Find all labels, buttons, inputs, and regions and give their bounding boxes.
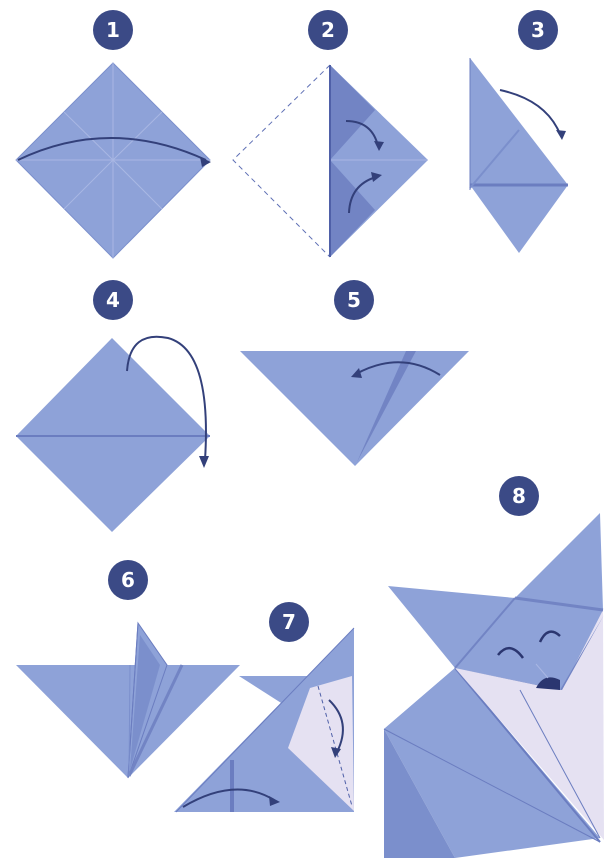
svg-text:2: 2 [321, 18, 335, 42]
fold-arrow-icon [556, 130, 566, 140]
step-6-illustration [16, 623, 240, 778]
step-badge-6: 6 [108, 560, 148, 600]
svg-text:3: 3 [531, 18, 545, 42]
fold-arrow-icon [199, 456, 209, 468]
step-2-illustration [233, 65, 428, 257]
step-5-illustration [240, 351, 469, 466]
step-7-illustration [174, 628, 354, 812]
svg-text:4: 4 [106, 288, 120, 312]
svg-text:6: 6 [121, 568, 135, 592]
step-badge-2: 2 [308, 10, 348, 50]
step-badge-5: 5 [334, 280, 374, 320]
svg-text:7: 7 [282, 610, 296, 634]
svg-text:5: 5 [347, 288, 361, 312]
step-badge-8: 8 [499, 476, 539, 516]
step-8-fox-illustration [384, 513, 604, 858]
step-badge-4: 4 [93, 280, 133, 320]
step-badge-3: 3 [518, 10, 558, 50]
step-4-illustration [16, 337, 210, 532]
step-3-illustration [470, 58, 568, 253]
svg-text:1: 1 [106, 18, 120, 42]
step-badge-1: 1 [93, 10, 133, 50]
step-1-illustration [16, 63, 211, 258]
svg-text:8: 8 [512, 484, 526, 508]
step-badge-7: 7 [269, 602, 309, 642]
